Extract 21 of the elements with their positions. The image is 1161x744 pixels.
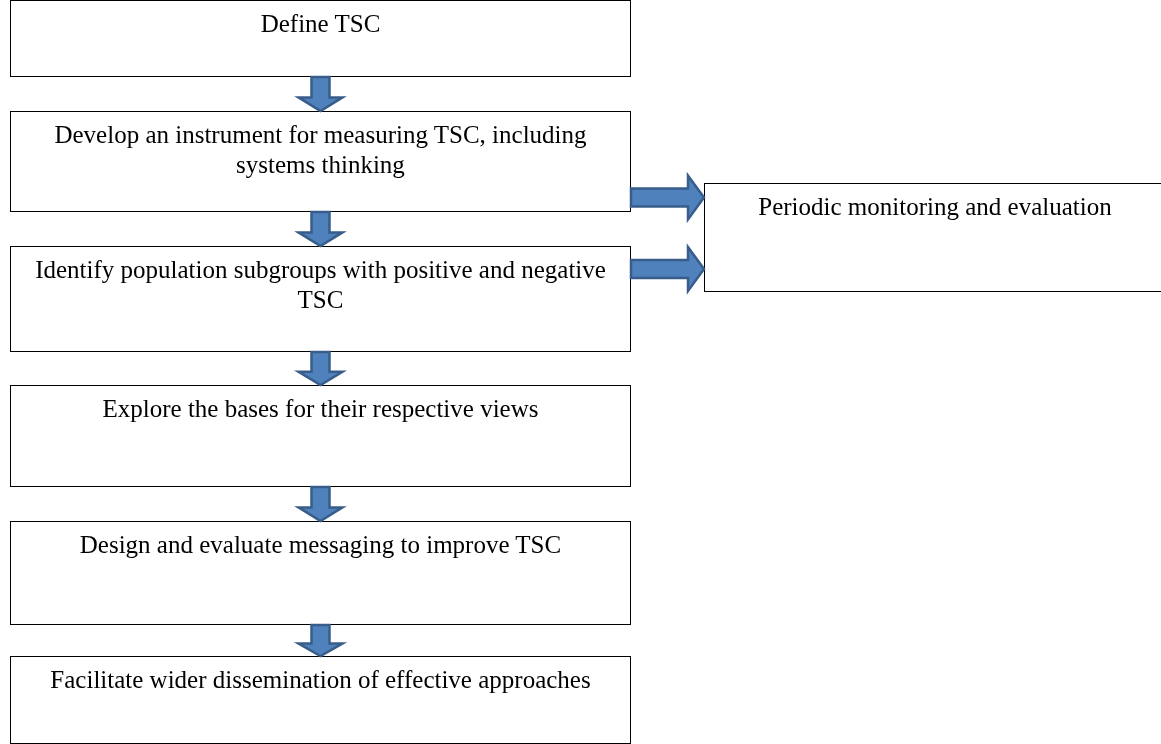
- box-label: Develop an instrument for measuring TSC, including systems thinking: [53, 120, 588, 180]
- box-label: Design and evaluate messaging to improve TSC: [79, 530, 562, 560]
- process-box: [10, 521, 631, 625]
- box-label: Identify population subgroups with positive and negative TSC: [34, 255, 607, 315]
- block-arrow: [294, 75, 347, 113]
- box-label: Facilitate wider dissemination of effective approaches: [50, 665, 591, 695]
- process-box: [704, 183, 1161, 292]
- block-arrow: [294, 485, 347, 523]
- block-arrow: [629, 243, 706, 295]
- process-box: [10, 246, 631, 352]
- box-label: Define TSC: [260, 9, 381, 39]
- box-label: Explore the bases for their respective views: [102, 394, 539, 424]
- process-box: [10, 111, 631, 212]
- block-arrow: [293, 623, 348, 658]
- block-arrow: [629, 171, 706, 224]
- process-box: [10, 656, 631, 744]
- block-arrow: [294, 210, 347, 248]
- block-arrow: [294, 350, 347, 387]
- box-label: Periodic monitoring and evaluation: [758, 192, 1112, 222]
- process-box: [10, 0, 631, 77]
- process-box: [10, 385, 631, 487]
